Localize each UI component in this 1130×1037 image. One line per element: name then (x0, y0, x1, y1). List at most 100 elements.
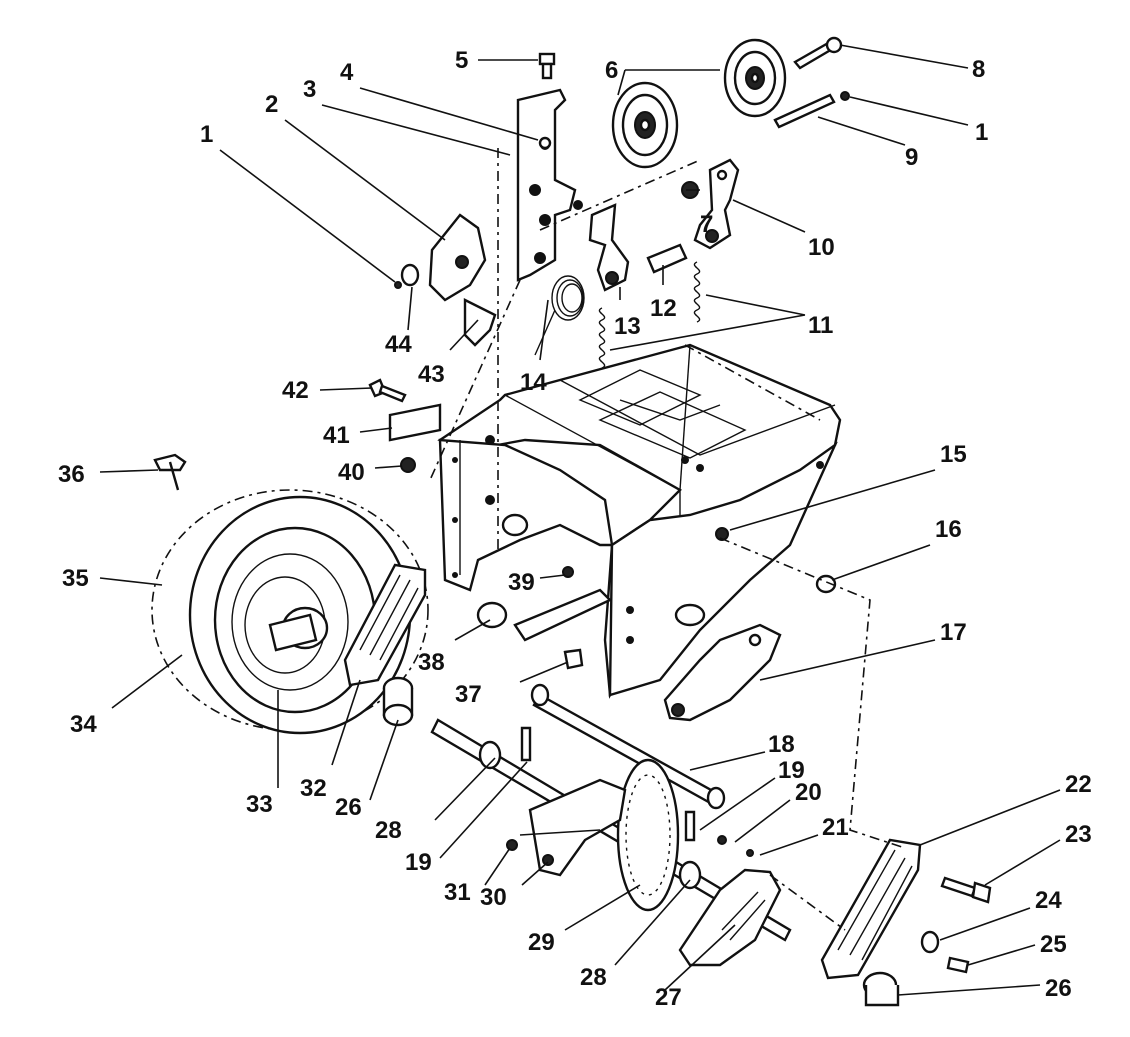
spring-11-center (598, 307, 606, 369)
callout-38: 38 (418, 649, 445, 676)
callout-21: 21 (822, 814, 849, 841)
callout-19: 19 (405, 849, 432, 876)
callout-39: 39 (508, 569, 535, 596)
spacer-12 (646, 243, 688, 274)
callout-31: 31 (444, 879, 471, 906)
callout-32: 32 (300, 775, 327, 802)
callout-14: 14 (520, 369, 547, 396)
callout-4: 4 (340, 59, 354, 86)
callout-28: 28 (580, 964, 607, 991)
wheel-plate-22 (820, 838, 922, 980)
callout-3: 3 (303, 76, 316, 103)
leader-lines (99, 44, 1061, 996)
callout-27: 27 (655, 984, 682, 1011)
clip-1-right (840, 91, 850, 101)
callout-37: 37 (455, 681, 482, 708)
torsion-spring-14 (534, 275, 585, 356)
idler-bracket (516, 88, 583, 282)
callout-42: 42 (282, 377, 309, 404)
bracket-13 (588, 203, 630, 292)
nut-31 (506, 839, 518, 851)
alignment-line (684, 344, 821, 421)
callout-30: 30 (480, 884, 507, 911)
bolt-25 (946, 956, 970, 974)
washer-20 (717, 835, 727, 845)
callout-5: 5 (455, 47, 468, 74)
callout-11: 11 (808, 312, 833, 339)
clip-1-left (394, 281, 402, 289)
callout-16: 16 (935, 516, 962, 543)
nut-4 (538, 136, 552, 150)
parts-drawing (151, 36, 992, 1007)
sprocket-29 (616, 758, 680, 912)
callout-19: 19 (778, 757, 805, 784)
callout-17: 17 (940, 619, 967, 646)
knob-43 (463, 298, 497, 347)
alignment-line (539, 159, 701, 231)
callout-26: 26 (335, 794, 362, 821)
callout-12: 12 (650, 295, 677, 322)
callout-18: 18 (768, 731, 795, 758)
callout-26: 26 (1045, 975, 1072, 1002)
callout-1: 1 (200, 121, 213, 148)
pulley-right (723, 38, 787, 118)
idler-arm (693, 158, 740, 250)
cam-2 (428, 213, 487, 302)
bolt-42 (368, 378, 407, 403)
bolt-37 (563, 648, 584, 670)
callout-7: 7 (700, 211, 713, 238)
shaft-18 (530, 683, 726, 810)
fork-30 (528, 778, 627, 877)
bolt-5 (538, 52, 556, 80)
washer-24 (920, 930, 940, 954)
callout-44: 44 (385, 331, 412, 358)
callout-43: 43 (418, 361, 445, 388)
key-19-left (520, 726, 532, 762)
alignment-line (769, 874, 846, 931)
pin-9 (773, 93, 836, 129)
bolt-8 (793, 36, 843, 70)
callout-labels: 1 1 2 3 4 5 6 7 8 9 10 11 12 13 14 15 16… (58, 47, 1092, 1011)
wheel-plate-32 (343, 563, 427, 687)
alignment-line (429, 279, 521, 481)
plate-41 (388, 403, 442, 442)
callout-40: 40 (338, 459, 365, 486)
link-rod (513, 588, 613, 642)
key-19-right (684, 810, 696, 842)
callout-33: 33 (246, 791, 273, 818)
bushing-26-left (382, 676, 414, 727)
callout-36: 36 (58, 461, 85, 488)
clip-36 (153, 453, 187, 491)
callout-6: 6 (605, 57, 618, 84)
bolt-23 (940, 876, 992, 904)
callout-8: 8 (972, 56, 985, 83)
ring-38 (476, 601, 508, 629)
callout-13: 13 (614, 313, 641, 340)
callout-10: 10 (808, 234, 835, 261)
shift-arm-17 (663, 623, 782, 722)
callout-20: 20 (795, 779, 822, 806)
callout-1: 1 (975, 119, 988, 146)
nut-39 (562, 566, 574, 578)
washer-44 (400, 263, 420, 287)
frame-housing (437, 343, 842, 699)
callout-41: 41 (323, 422, 350, 449)
bushing-26-right (862, 971, 900, 1007)
nut-40 (400, 457, 416, 473)
callout-15: 15 (940, 441, 967, 468)
spring-11-right (693, 261, 701, 323)
callout-22: 22 (1065, 771, 1092, 798)
alignment-line (719, 537, 906, 849)
callout-34: 34 (70, 711, 97, 738)
callout-23: 23 (1065, 821, 1092, 848)
callout-29: 29 (528, 929, 555, 956)
gearcase-27 (678, 868, 782, 967)
callout-35: 35 (62, 565, 89, 592)
pulley-left (611, 81, 679, 169)
callout-9: 9 (905, 144, 918, 171)
pin-21 (746, 849, 754, 857)
bolt-15 (715, 527, 729, 541)
callout-24: 24 (1035, 887, 1062, 914)
callout-2: 2 (265, 91, 278, 118)
